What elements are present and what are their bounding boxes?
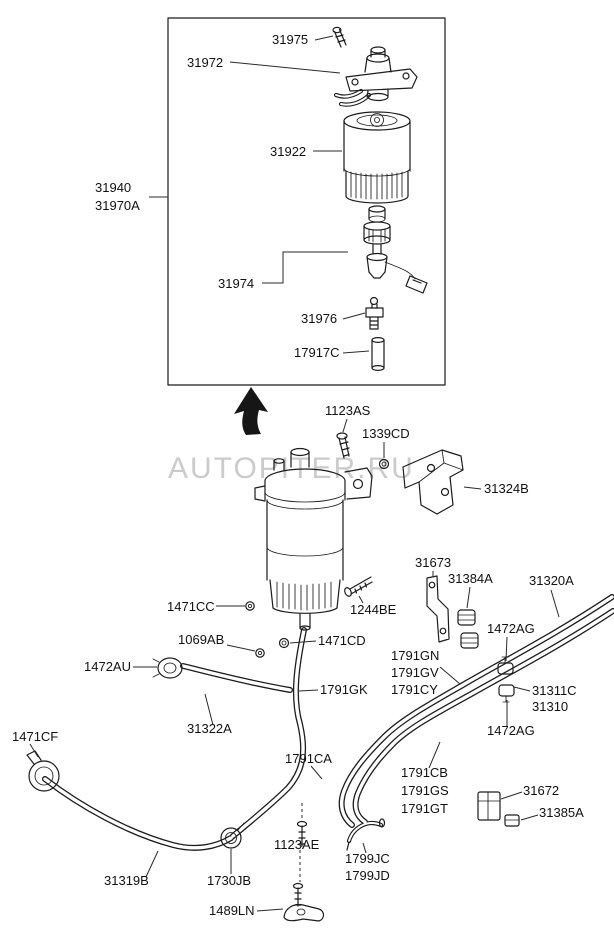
grommet-1069ab <box>255 648 265 658</box>
bolt-1123ae <box>296 820 308 847</box>
nut-1339cd <box>378 458 390 470</box>
screw-31975 <box>332 26 347 48</box>
pump-assembly-31972 <box>345 46 418 102</box>
part-label-1489ln: 1489LN <box>209 903 255 918</box>
clamp-1730jb <box>220 822 245 849</box>
part-label-31972: 31972 <box>187 55 223 70</box>
bolt-1244be <box>344 576 373 597</box>
clamp-1471cf <box>26 750 60 792</box>
grommets-31384a <box>457 609 479 649</box>
part-label-1471cc: 1471CC <box>167 599 215 614</box>
part-label-31320a: 31320A <box>529 573 574 588</box>
part-label-1791gt: 1791GT <box>401 801 448 816</box>
hose-17917c <box>371 337 385 372</box>
connector-plug <box>405 275 428 294</box>
part-label-1123as: 1123AS <box>325 403 371 418</box>
part-label-31384a: 31384A <box>448 571 493 586</box>
part-label-1730jb: 1730JB <box>207 873 251 888</box>
part-label-31673: 31673 <box>415 555 451 570</box>
washer-1471cc <box>245 601 255 611</box>
part-label-1791ca: 1791CA <box>285 751 332 766</box>
fuel-line-31311c <box>338 594 614 828</box>
inset-detail-box <box>167 17 446 386</box>
part-label-1791gv: 1791GV <box>391 665 439 680</box>
part-label-1791cy: 1791CY <box>391 682 438 697</box>
part-label-31970a: 31970A <box>95 198 140 213</box>
part-label-1472ag-upper: 1472AG <box>487 621 535 636</box>
up-arrow <box>234 387 268 435</box>
part-label-1123ae: 1123AE <box>274 837 320 852</box>
part-label-31922: 31922 <box>270 144 306 159</box>
part-label-31311c: 31311C <box>532 683 577 698</box>
fuel-line-31310 <box>352 608 614 825</box>
connector-31672 <box>477 791 501 821</box>
part-label-1799jd: 1799JD <box>345 868 390 883</box>
bolt-1123as <box>336 432 350 459</box>
part-label-31940: 31940 <box>95 180 131 195</box>
clamp-bracket-1489ln <box>283 903 325 922</box>
fuel-filter-assembly <box>254 447 373 631</box>
part-label-1471cf: 1471CF <box>12 729 58 744</box>
part-label-31385a: 31385A <box>539 805 584 820</box>
part-label-17917c: 17917C <box>294 345 340 360</box>
clip-31385a <box>504 814 520 827</box>
part-label-31322a: 31322A <box>187 721 232 736</box>
part-label-31319b: 31319B <box>104 873 149 888</box>
filter-cartridge-31922 <box>343 111 411 204</box>
sensor-31976 <box>365 296 384 330</box>
washer-1471cd <box>278 637 290 649</box>
part-labels: 31975 31972 31922 31940 31970A 31974 319… <box>12 32 584 918</box>
part-label-31976: 31976 <box>301 311 337 326</box>
part-label-1472au: 1472AU <box>84 659 131 674</box>
hose-31319b <box>42 776 234 851</box>
part-label-1791gs: 1791GS <box>401 783 449 798</box>
part-label-1244be: 1244BE <box>350 602 397 617</box>
bracket-31324b <box>402 449 464 515</box>
part-label-31672: 31672 <box>523 783 559 798</box>
part-label-1472ag-lower: 1472AG <box>487 723 535 738</box>
clamp-1472ag-upper <box>497 656 514 675</box>
part-label-31974: 31974 <box>218 276 254 291</box>
clamp-1472ag-lower <box>498 684 515 703</box>
part-label-31975: 31975 <box>272 32 308 47</box>
bolt-1489ln <box>292 882 304 907</box>
grommet-1472au <box>152 657 183 679</box>
leader-lines <box>29 35 560 912</box>
part-label-1791gk: 1791GK <box>320 682 368 697</box>
part-label-31324b: 31324B <box>484 481 529 496</box>
bracket-31673 <box>426 575 450 643</box>
part-label-1471cd: 1471CD <box>318 633 366 648</box>
part-label-1791gn: 1791GN <box>391 648 439 663</box>
part-label-1799jc: 1799JC <box>345 851 390 866</box>
part-label-1339cd: 1339CD <box>362 426 410 441</box>
clamp-1799jc <box>346 818 386 851</box>
part-label-31310: 31310 <box>532 699 568 714</box>
part-label-1791cb: 1791CB <box>401 765 448 780</box>
filter-head-31974 <box>363 205 428 294</box>
part-label-1069ab: 1069AB <box>178 632 224 647</box>
